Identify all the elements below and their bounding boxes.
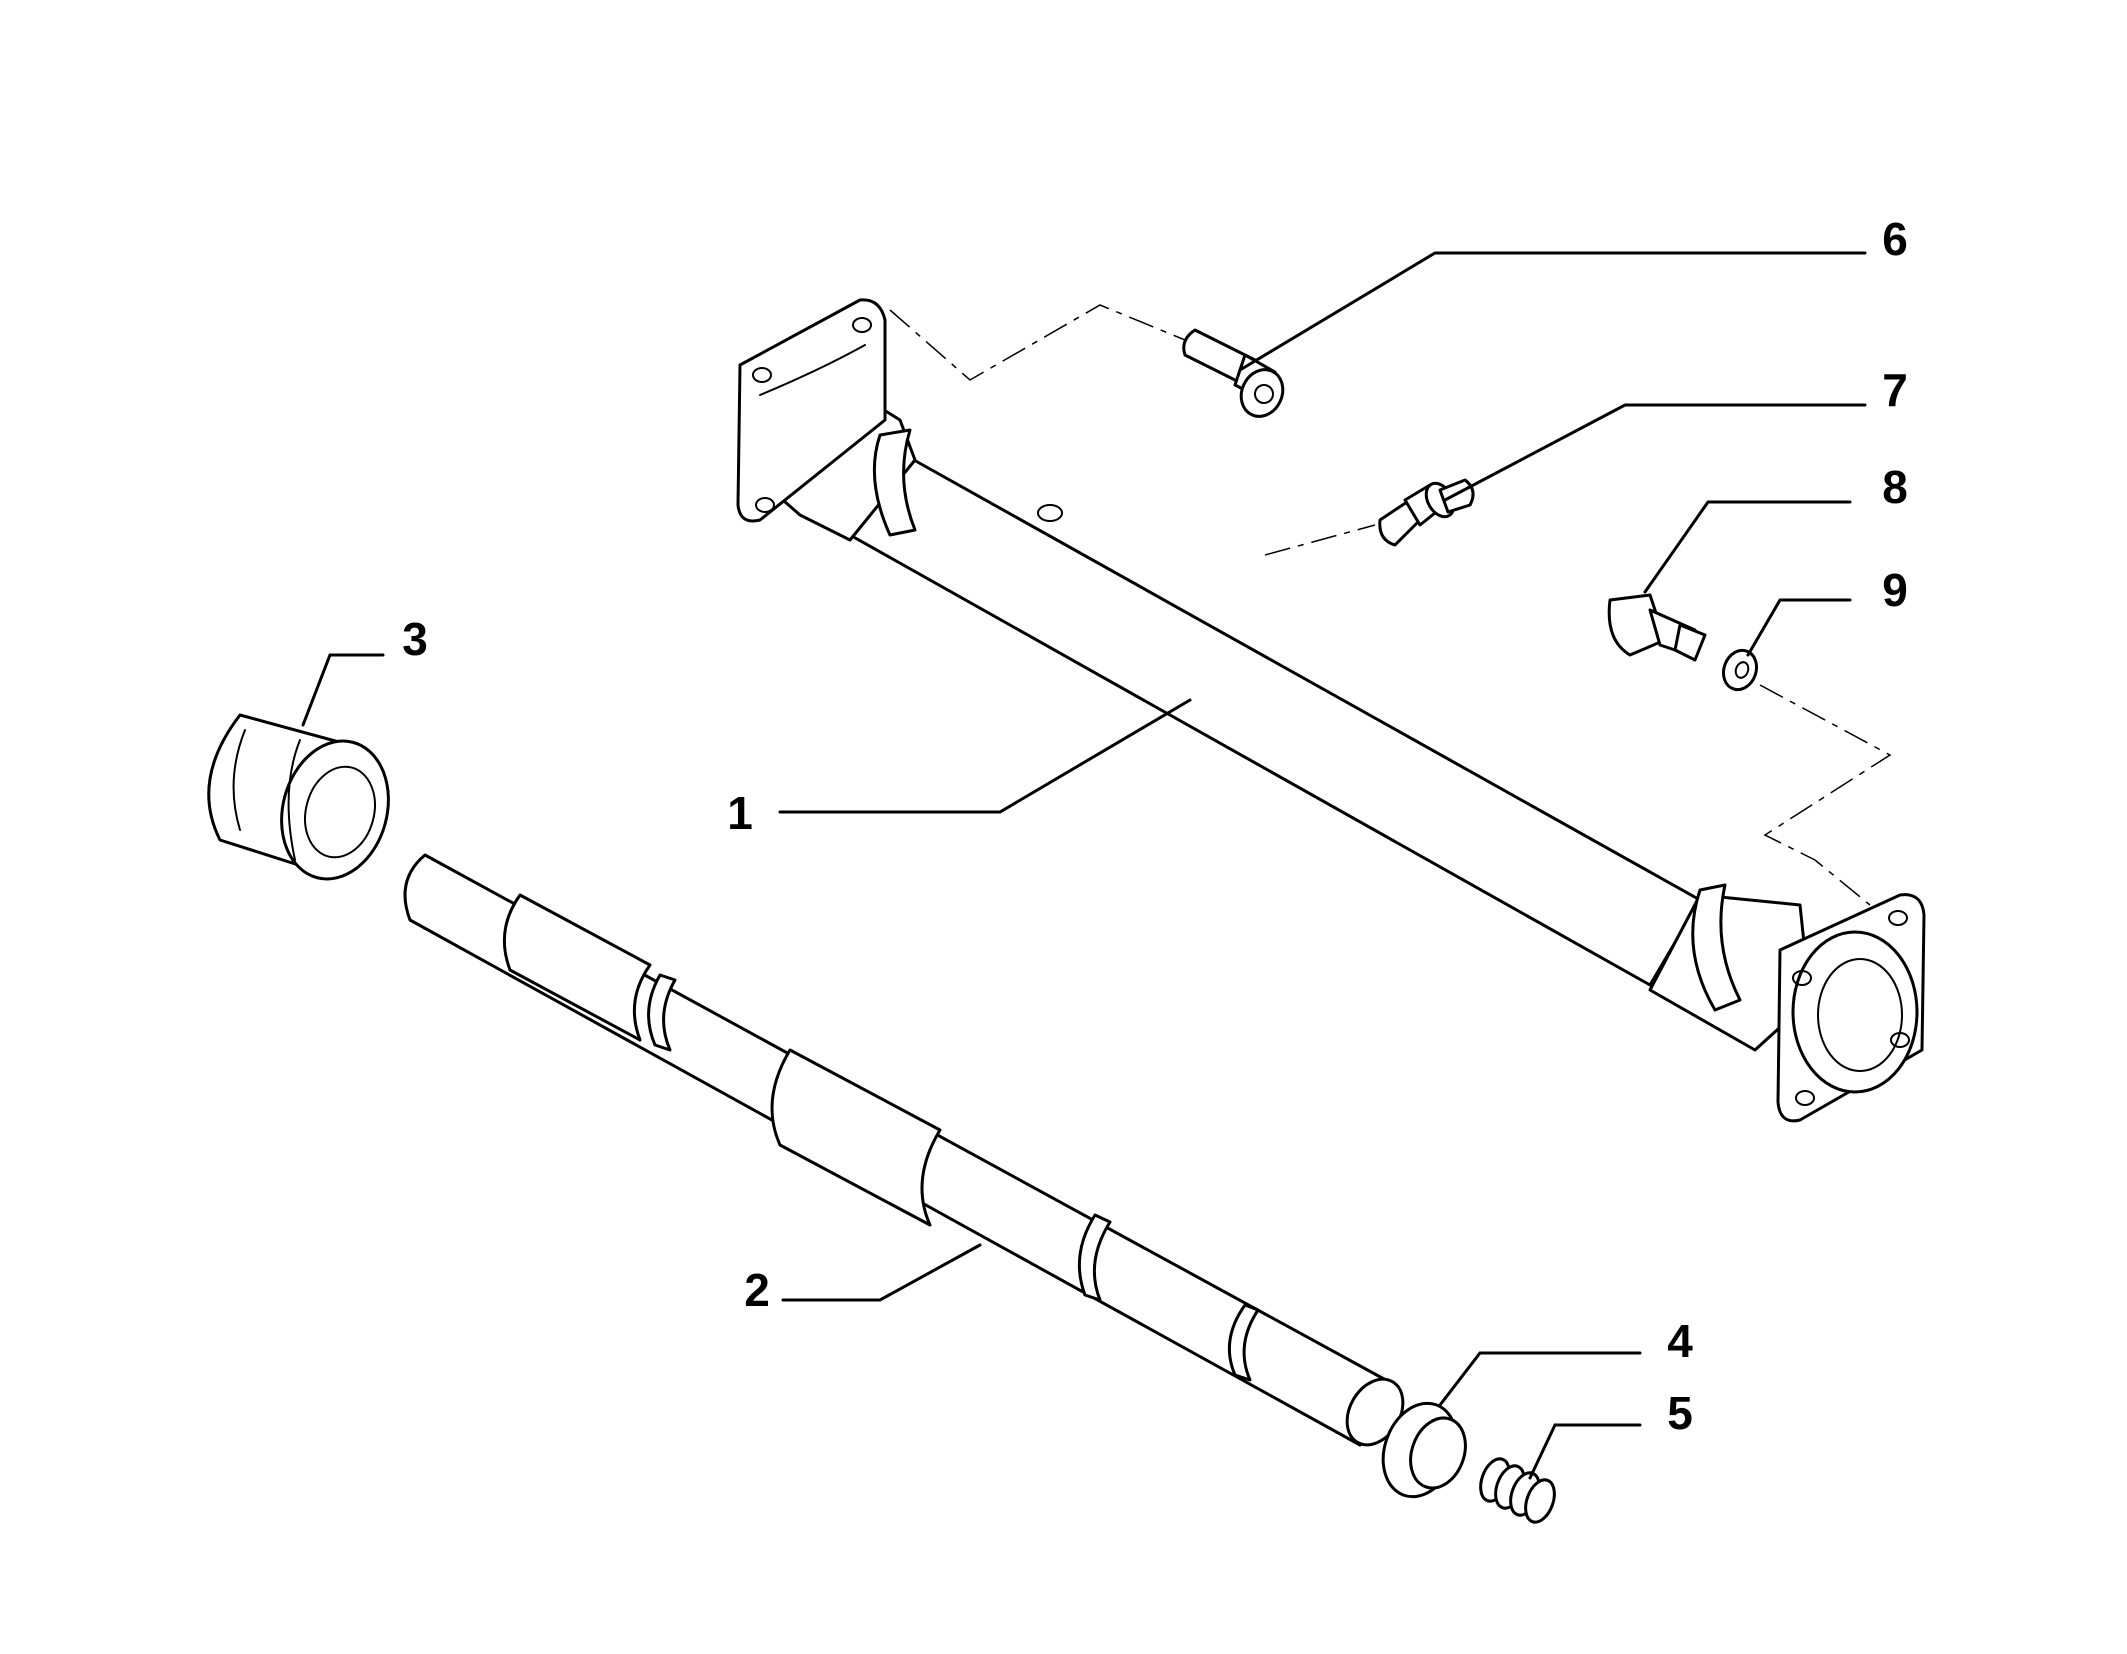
part-3-bushing xyxy=(207,713,390,881)
callout-7: 7 xyxy=(1882,364,1908,416)
leader-7 xyxy=(1443,403,1867,502)
leader-5 xyxy=(1528,1423,1642,1480)
assembly-lines xyxy=(889,304,1892,906)
leader-3 xyxy=(301,653,385,727)
callout-9: 9 xyxy=(1882,564,1908,616)
leader-6 xyxy=(1238,251,1867,372)
leader-1 xyxy=(778,698,1192,814)
leader-2 xyxy=(781,1243,982,1302)
leader-4 xyxy=(1438,1351,1642,1407)
callout-1: 1 xyxy=(727,787,753,839)
callout-5: 5 xyxy=(1667,1387,1693,1439)
callout-3: 3 xyxy=(402,613,428,665)
callout-2: 2 xyxy=(744,1264,770,1316)
part-1-tube-assembly xyxy=(736,298,1926,1123)
part-5-spring xyxy=(1479,1457,1556,1524)
part-6-bolt xyxy=(1182,328,1285,418)
callout-8: 8 xyxy=(1882,461,1908,513)
leader-lines xyxy=(301,251,1867,1480)
callout-4: 4 xyxy=(1667,1315,1693,1367)
part-4-cap xyxy=(1381,1401,1467,1499)
part-8-bolt xyxy=(1607,593,1707,662)
leader-8 xyxy=(1643,500,1852,594)
callout-labels: 1 2 3 4 5 6 7 8 9 xyxy=(402,213,1908,1439)
callout-6: 6 xyxy=(1882,213,1908,265)
leader-9 xyxy=(1746,598,1852,657)
part-2-stepped-shaft xyxy=(403,853,1405,1447)
part-7-grease-fitting xyxy=(1378,478,1475,547)
part-9-washer xyxy=(1721,648,1759,692)
